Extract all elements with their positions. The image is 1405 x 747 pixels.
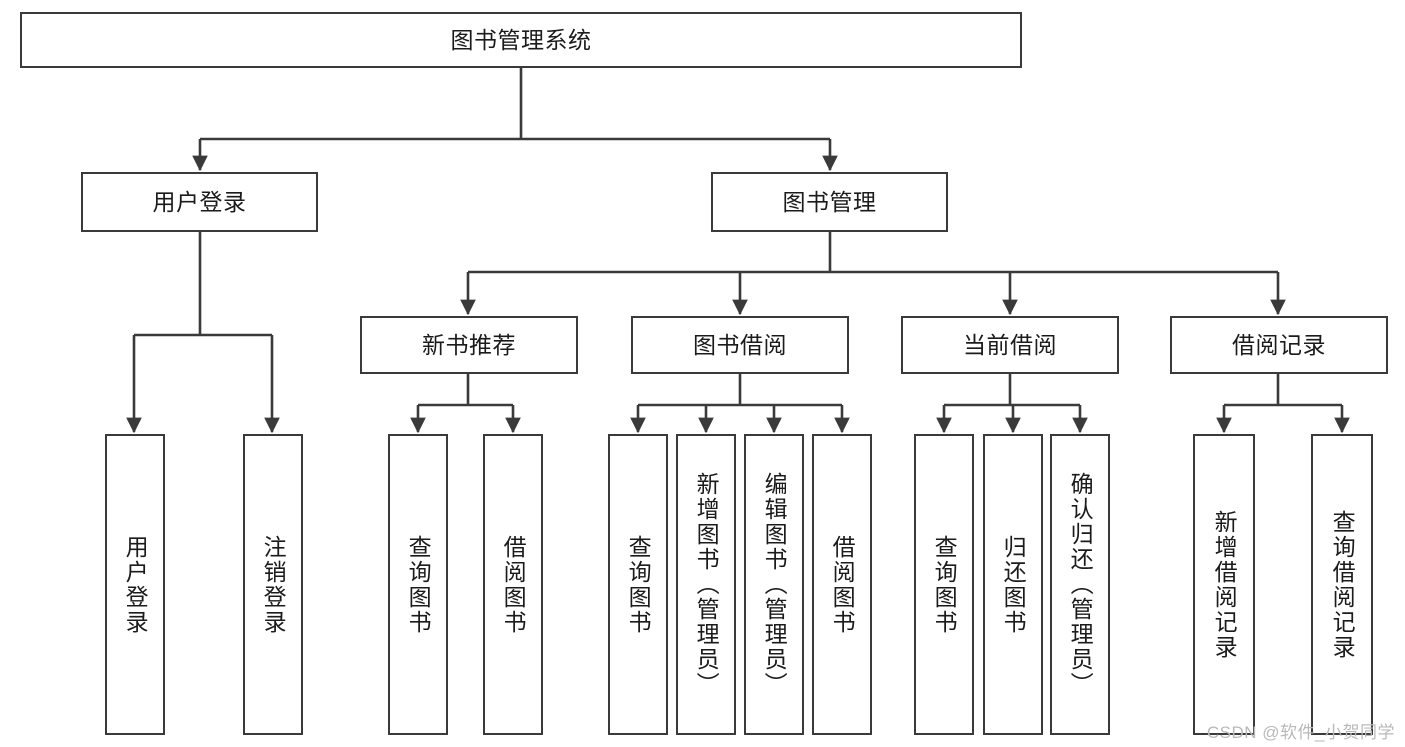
node-book-borrow-label: 图书借阅 — [693, 331, 787, 358]
node-leaf-borrow-book-2-label: 借阅图书 — [829, 534, 856, 635]
node-leaf-edit-book[interactable]: 编辑图书（管理员） — [744, 434, 804, 735]
node-leaf-return-book-label: 归还图书 — [1000, 534, 1027, 635]
node-leaf-add-record-label: 新增借阅记录 — [1211, 509, 1238, 660]
node-user-login-label: 用户登录 — [152, 188, 247, 215]
node-leaf-user-login-label: 用户登录 — [122, 534, 149, 635]
csdn-watermark: CSDN @软件_小贺同学 — [1206, 723, 1395, 742]
node-new-book-rec-label: 新书推荐 — [422, 331, 516, 358]
node-leaf-user-login[interactable]: 用户登录 — [105, 434, 165, 735]
node-book-manage-label: 图书管理 — [782, 188, 877, 215]
node-user-login[interactable]: 用户登录 — [81, 172, 318, 232]
node-leaf-borrow-book-1-label: 借阅图书 — [500, 534, 527, 635]
node-leaf-edit-book-label: 编辑图书（管理员） — [761, 472, 788, 697]
node-leaf-query-book-3-label: 查询图书 — [931, 534, 958, 635]
node-leaf-borrow-book-1[interactable]: 借阅图书 — [483, 434, 543, 735]
node-current-borrow[interactable]: 当前借阅 — [901, 316, 1119, 374]
node-borrow-record-label: 借阅记录 — [1232, 331, 1326, 358]
node-root-label: 图书管理系统 — [450, 26, 592, 53]
node-book-borrow[interactable]: 图书借阅 — [631, 316, 849, 374]
node-leaf-add-book[interactable]: 新增图书（管理员） — [676, 434, 736, 735]
node-current-borrow-label: 当前借阅 — [963, 331, 1057, 358]
node-leaf-add-book-label: 新增图书（管理员） — [693, 472, 720, 697]
node-leaf-query-record-label: 查询借阅记录 — [1329, 509, 1356, 660]
node-leaf-query-record[interactable]: 查询借阅记录 — [1311, 434, 1373, 735]
node-leaf-add-record[interactable]: 新增借阅记录 — [1193, 434, 1255, 735]
node-leaf-query-book-2[interactable]: 查询图书 — [608, 434, 668, 735]
node-book-manage[interactable]: 图书管理 — [711, 172, 948, 232]
node-leaf-confirm-return[interactable]: 确认归还（管理员） — [1050, 434, 1110, 735]
node-leaf-confirm-return-label: 确认归还（管理员） — [1067, 472, 1094, 697]
node-leaf-logout[interactable]: 注销登录 — [243, 434, 303, 735]
node-leaf-query-book-2-label: 查询图书 — [625, 534, 652, 635]
node-leaf-borrow-book-2[interactable]: 借阅图书 — [812, 434, 872, 735]
node-root[interactable]: 图书管理系统 — [20, 12, 1022, 68]
node-leaf-return-book[interactable]: 归还图书 — [983, 434, 1043, 735]
node-borrow-record[interactable]: 借阅记录 — [1170, 316, 1388, 374]
node-new-book-rec[interactable]: 新书推荐 — [360, 316, 578, 374]
node-leaf-query-book-3[interactable]: 查询图书 — [914, 434, 974, 735]
node-leaf-query-book-1[interactable]: 查询图书 — [388, 434, 448, 735]
node-leaf-query-book-1-label: 查询图书 — [405, 534, 432, 635]
node-leaf-logout-label: 注销登录 — [260, 534, 287, 635]
